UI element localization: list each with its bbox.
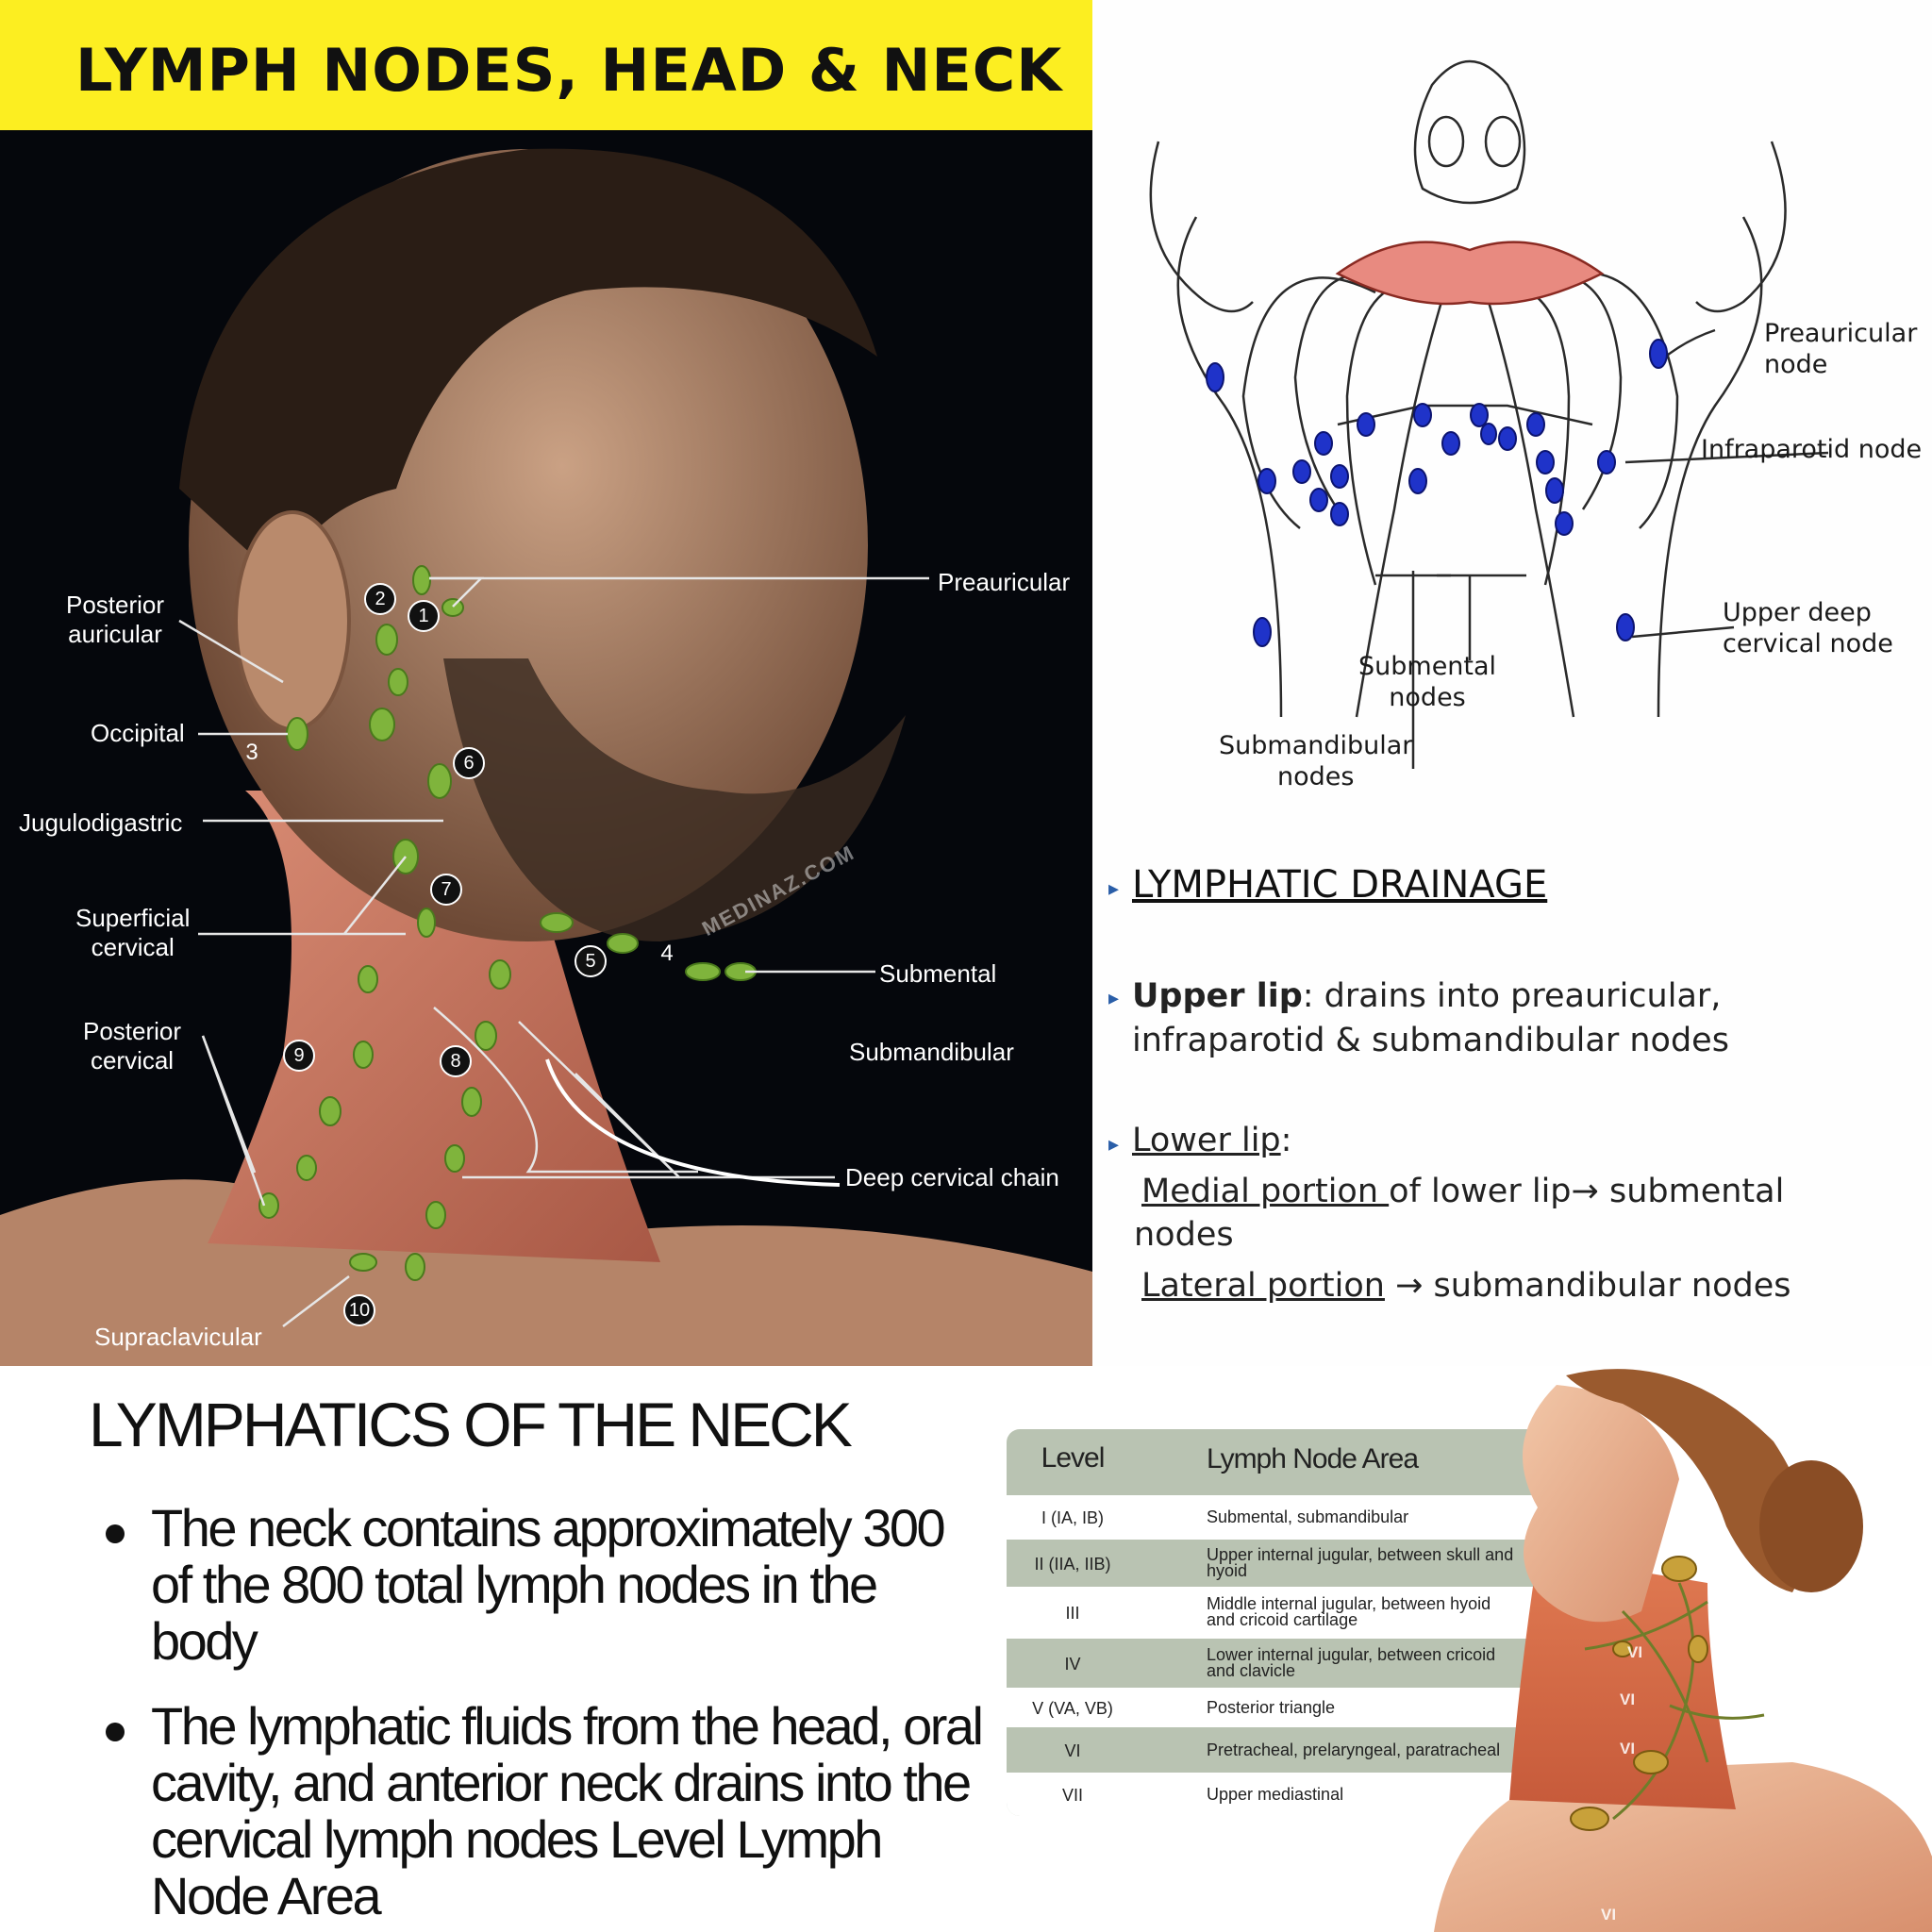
upper-lip-term: Upper lip: [1132, 977, 1303, 1015]
label-upper-deep-cervical-node: Upper deep cervical node: [1723, 598, 1893, 658]
medial-portion-text-2: nodes: [1134, 1216, 1234, 1254]
node-number-1: 1: [408, 600, 440, 632]
table-cell-level: IV: [1064, 1655, 1081, 1674]
label-submental-nodes: Submental nodes: [1358, 652, 1497, 712]
submandibular-curve: [545, 1058, 841, 1187]
upper-lip-line: Upper lip: drains into preauricular,: [1132, 974, 1721, 1018]
neck-muscle-shape: [208, 791, 660, 1262]
label-posterior-auricular: Posterior auricular: [66, 591, 165, 648]
bullet-arrow-icon: ▸: [1108, 876, 1120, 900]
medial-portion-term: Medial portion: [1141, 1173, 1390, 1210]
table-row: I (IA, IB) Submental, submandibular: [1007, 1495, 1591, 1540]
label-submandibular-nodes: Submandibular nodes: [1219, 731, 1413, 791]
node-number-6: 6: [453, 747, 485, 779]
drainage-node-set: [1206, 339, 1668, 647]
table-cell-level: I (IA, IB): [1041, 1508, 1104, 1527]
hair-shape: [179, 148, 877, 584]
label-submental: Submental: [879, 959, 997, 988]
table-row: II (IIA, IIB) Upper internal jugular, be…: [1007, 1540, 1591, 1587]
upper-lip-text-2: infraparotid & submandibular nodes: [1132, 1022, 1729, 1059]
table-cell-area: Upper internal jugular, between skull an…: [1207, 1545, 1514, 1580]
level-label: VI: [1627, 1643, 1643, 1661]
table-cell-area: Pretracheal, prelaryngeal, paratracheal: [1207, 1740, 1501, 1759]
table-row: IV Lower internal jugular, between crico…: [1007, 1639, 1591, 1688]
node-number-4: 4: [660, 941, 674, 966]
table-row: III Middle internal jugular, between hyo…: [1007, 1587, 1591, 1639]
label-deep-cervical-chain: Deep cervical chain: [845, 1163, 1059, 1191]
lateral-portion-text: → submandibular nodes: [1384, 1267, 1791, 1305]
medial-portion-text: of lower lip→ submental: [1389, 1173, 1785, 1210]
upper-lip-text: : drains into preauricular,: [1302, 977, 1722, 1015]
table-cell-area: Lower internal jugular, between cricoid …: [1207, 1645, 1496, 1680]
table-cell-area: Submental, submandibular: [1207, 1507, 1409, 1526]
bullet-dot: [106, 1723, 125, 1741]
level-label: VI: [1620, 1690, 1636, 1708]
label-preauricular-node: Preauricular node: [1764, 319, 1918, 379]
table-cell-area: Middle internal jugular, between hyoid a…: [1207, 1594, 1491, 1629]
woman-neck-illustration: [1434, 1369, 1932, 1932]
node-number-3: 3: [245, 740, 258, 765]
table-row: V (VA, VB) Posterior triangle: [1007, 1688, 1591, 1727]
lower-lip-term: Lower lip: [1132, 1122, 1281, 1159]
level-label: VI: [1620, 1740, 1636, 1757]
beard-shape: [443, 658, 906, 941]
banner-title: LYMPH NODES, HEAD & NECK: [75, 36, 1063, 105]
bullet-arrow-icon: ▸: [1108, 986, 1120, 1009]
table-header-level: Level: [1041, 1442, 1106, 1474]
label-occipital: Occipital: [91, 719, 185, 747]
table-cell-area: Posterior triangle: [1207, 1698, 1336, 1717]
node-number-10: 10: [343, 1294, 375, 1326]
label-preauricular: Preauricular: [938, 568, 1071, 596]
label-jugulodigastric: Jugulodigastric: [19, 808, 183, 837]
bullet-dot: [106, 1524, 125, 1543]
table-header-area: Lymph Node Area: [1207, 1443, 1419, 1474]
table-row: VI Pretracheal, prelaryngeal, paratrache…: [1007, 1727, 1591, 1773]
neck-bullet-2: The lymphatic fluids from the head, oral…: [151, 1696, 984, 1925]
label-submandibular: Submandibular: [849, 1038, 1014, 1066]
lymphatic-drainage-panel: [1092, 0, 1932, 1366]
neck-bullet-1: The neck contains approximately 300 of t…: [151, 1498, 946, 1671]
lip-drainage-diagram: [1149, 59, 1829, 769]
medial-portion-line: Medial portion of lower lip→ submental: [1141, 1170, 1784, 1213]
label-superficial-cervical: Superficial cervical: [75, 904, 191, 961]
label-infraparotid-node: Infraparotid node: [1701, 435, 1923, 464]
lower-lip-colon: :: [1280, 1122, 1292, 1159]
lymph-level-table: Level Lymph Node Area I (IA, IB) Subment…: [1007, 1429, 1591, 1816]
lower-lip-line: Lower lip:: [1132, 1119, 1291, 1162]
lips-shape: [1335, 241, 1605, 306]
lateral-portion-term: Lateral portion: [1141, 1267, 1385, 1305]
table-header-row: Level Lymph Node Area: [1007, 1429, 1591, 1495]
table-cell-area: Upper mediastinal: [1207, 1785, 1344, 1804]
table-cell-level: VII: [1061, 1786, 1083, 1805]
label-posterior-cervical: Posterior cervical: [83, 1017, 182, 1074]
neck-section-title: LYMPHATICS OF THE NECK: [89, 1390, 853, 1459]
node-number-5: 5: [575, 945, 607, 977]
level-label: VI: [1601, 1906, 1617, 1924]
node-number-7: 7: [430, 874, 462, 906]
node-number-2: 2: [364, 583, 396, 615]
head-neck-figure: [0, 148, 1092, 1366]
label-supraclavicular: Supraclavicular: [94, 1323, 262, 1351]
table-cell-level: V (VA, VB): [1032, 1699, 1113, 1718]
node-number-9: 9: [283, 1040, 315, 1072]
ear-shape: [234, 510, 351, 731]
node-number-8: 8: [440, 1045, 472, 1077]
drainage-heading: LYMPHATIC DRAINAGE: [1132, 863, 1548, 907]
title-banner: [0, 0, 1092, 130]
table-row: VII Upper mediastinal: [1007, 1773, 1591, 1816]
table-cell-level: II (IIA, IIB): [1034, 1555, 1111, 1574]
table-cell-level: III: [1065, 1604, 1080, 1623]
lateral-portion-line: Lateral portion → submandibular nodes: [1141, 1264, 1791, 1307]
bullet-arrow-icon: ▸: [1108, 1132, 1120, 1156]
table-cell-level: VI: [1064, 1741, 1081, 1760]
